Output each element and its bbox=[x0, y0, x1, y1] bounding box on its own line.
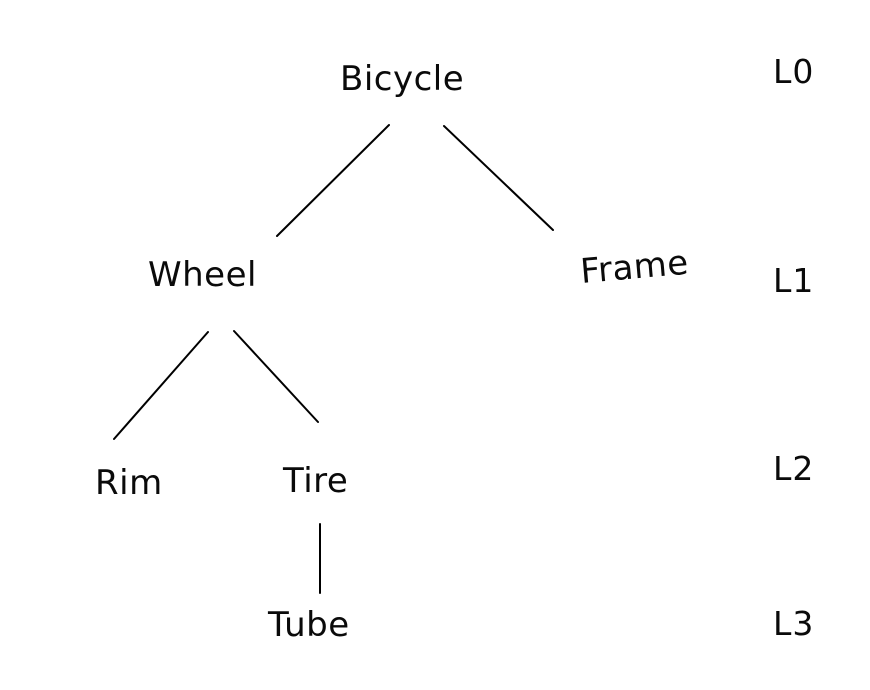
node-bicycle[interactable]: Bicycle bbox=[340, 59, 465, 99]
edge-bicycle-to-wheel bbox=[276, 124, 390, 237]
node-tire[interactable]: Tire bbox=[283, 461, 349, 501]
node-tube[interactable]: Tube bbox=[268, 605, 350, 645]
edge-wheel-to-tire bbox=[233, 330, 319, 423]
level-label-l3: L3 bbox=[773, 604, 815, 643]
node-frame[interactable]: Frame bbox=[578, 242, 691, 292]
node-wheel[interactable]: Wheel bbox=[148, 255, 257, 295]
level-label-l2: L2 bbox=[773, 449, 815, 488]
edge-wheel-to-rim bbox=[113, 331, 209, 440]
level-label-l0: L0 bbox=[773, 52, 815, 91]
level-label-l1: L1 bbox=[773, 261, 815, 300]
edge-bicycle-to-frame bbox=[443, 125, 554, 231]
node-rim[interactable]: Rim bbox=[95, 463, 163, 503]
